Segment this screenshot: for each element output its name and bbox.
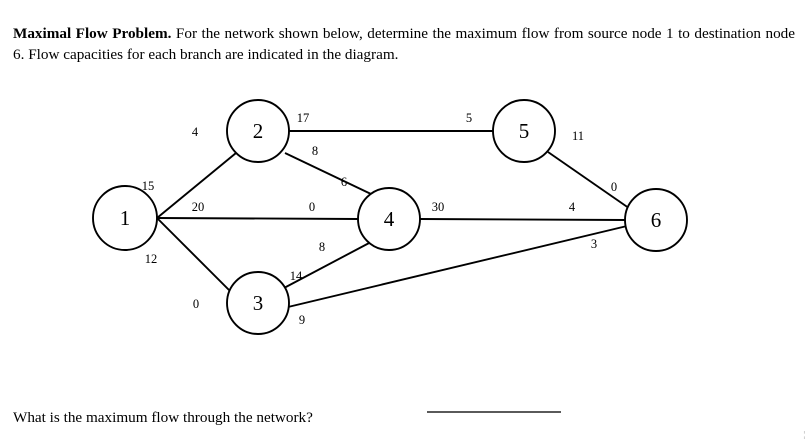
node-label-6: 6 xyxy=(651,208,662,232)
node-4: 4 xyxy=(357,187,421,251)
problem-statement: Maximal Flow Problem. For the network sh… xyxy=(13,23,795,65)
node-circle-1 xyxy=(92,185,158,251)
capacity-label-3-4-10: 14 xyxy=(290,269,303,283)
node-2: 2 xyxy=(226,99,290,163)
node-3: 3 xyxy=(226,271,290,335)
edge-2-4 xyxy=(284,152,372,195)
capacity-label-4-6-14: 30 xyxy=(432,200,445,214)
capacity-label-2-4-9: 6 xyxy=(341,175,347,189)
node-circle-5 xyxy=(492,99,556,163)
capacity-label-3-4-11: 8 xyxy=(319,240,325,254)
capacity-label-2-4-8: 8 xyxy=(312,144,318,158)
edge-1-4 xyxy=(156,217,359,220)
edge-3-4 xyxy=(283,241,372,289)
node-1: 1 xyxy=(92,185,158,251)
edge-labels-layer: 15 4 20 0 12 0 17 5 8 6 14 8 9 3 30 4 11 0 xyxy=(142,111,617,327)
edge-5-6 xyxy=(547,151,637,214)
answer-blank-line[interactable] xyxy=(427,411,561,413)
capacity-label-1-2-0: 15 xyxy=(142,179,155,193)
edge-4-6 xyxy=(419,218,626,221)
node-label-1: 1 xyxy=(120,206,131,230)
node-circle-2 xyxy=(226,99,290,163)
capacity-label-4-6-15: 4 xyxy=(569,200,576,214)
node-circle-3 xyxy=(226,271,290,335)
edge-1-3 xyxy=(156,217,232,293)
question-text: What is the maximum flow through the net… xyxy=(13,409,313,427)
edges-layer xyxy=(156,130,637,308)
capacity-label-1-2-1: 4 xyxy=(192,125,199,139)
capacity-label-1-4-2: 20 xyxy=(192,200,205,214)
edge-1-2 xyxy=(156,152,237,219)
node-label-3: 3 xyxy=(253,291,264,315)
node-label-2: 2 xyxy=(253,119,264,143)
node-circle-6 xyxy=(624,188,688,252)
node-label-5: 5 xyxy=(519,119,530,143)
capacity-label-2-5-6: 17 xyxy=(297,111,310,125)
capacity-label-3-6-12: 9 xyxy=(299,313,305,327)
capacity-label-1-3-4: 12 xyxy=(145,252,158,266)
capacity-label-1-4-3: 0 xyxy=(309,200,315,214)
edge-3-6 xyxy=(287,225,628,308)
node-circle-4 xyxy=(357,187,421,251)
capacity-label-2-5-7: 5 xyxy=(466,111,472,125)
capacity-label-5-6-17: 0 xyxy=(611,180,617,194)
page-corner-mark: ¦ xyxy=(803,430,805,439)
capacity-label-1-3-5: 0 xyxy=(193,297,199,311)
problem-title: Maximal Flow Problem. xyxy=(13,25,172,43)
node-5: 5 xyxy=(492,99,556,163)
problem-body: For the network shown below, determine t… xyxy=(13,25,796,64)
node-label-4: 4 xyxy=(384,207,395,231)
node-6: 6 xyxy=(624,188,688,252)
capacity-label-3-6-13: 3 xyxy=(591,237,597,251)
capacity-label-5-6-16: 11 xyxy=(572,129,584,143)
